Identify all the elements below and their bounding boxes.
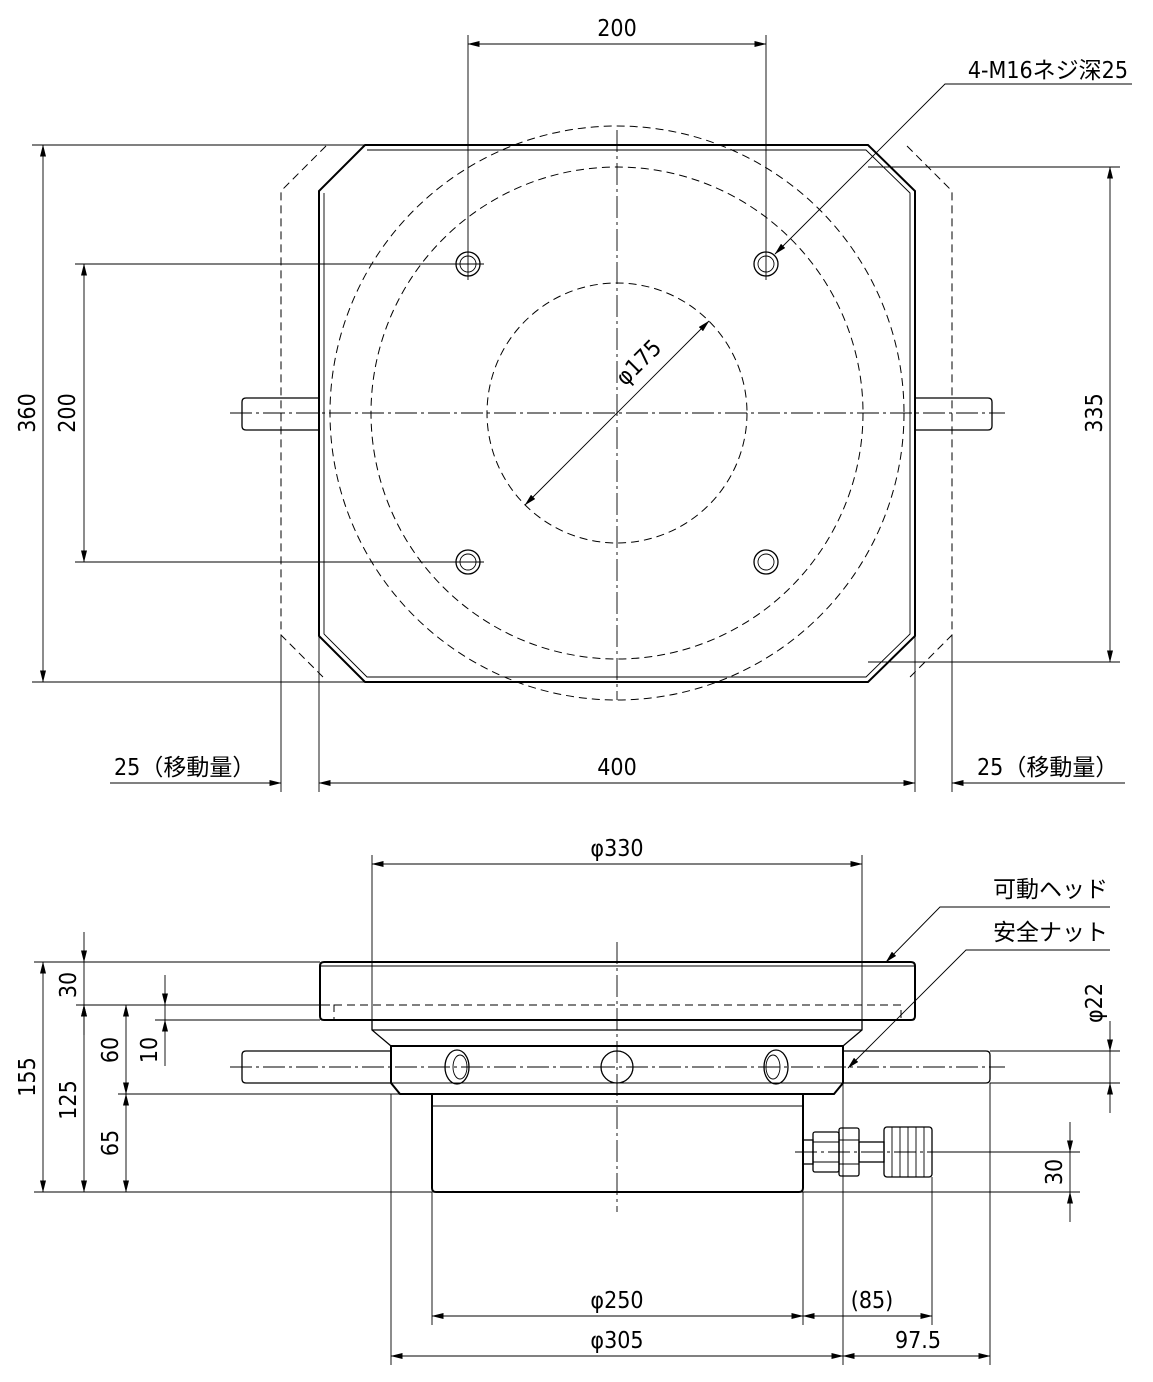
note-tapped-holes: 4-M16ネジ深25 bbox=[968, 58, 1128, 84]
dim-nut-gap: 10 bbox=[137, 1037, 163, 1063]
dim-hole-pitch-y: 200 bbox=[55, 393, 81, 433]
dim-line-bore-diameter bbox=[524, 320, 710, 506]
dim-width: 400 bbox=[597, 755, 637, 781]
cylinder-body bbox=[431, 1094, 804, 1193]
dim-upper-height: 125 bbox=[56, 1080, 82, 1120]
dim-nut-height: 60 bbox=[98, 1037, 124, 1063]
travel-ghost-outline bbox=[280, 145, 953, 681]
dim-handle-reach: 97.5 bbox=[895, 1328, 941, 1354]
dim-base-diameter: φ250 bbox=[590, 1288, 643, 1314]
dim-port-offset: (85) bbox=[851, 1288, 893, 1314]
handle-left bbox=[241, 397, 319, 431]
label-movable-head: 可動ヘッド bbox=[993, 877, 1108, 903]
dim-head-diameter: φ330 bbox=[590, 836, 643, 862]
dim-travel-left: 25（移動量） bbox=[114, 755, 255, 781]
handle-right bbox=[915, 397, 993, 431]
tapped-hole-bottom-right bbox=[753, 549, 779, 575]
dim-head-thickness: 30 bbox=[56, 972, 82, 998]
dim-body-diameter: φ305 bbox=[590, 1328, 643, 1354]
movable-head bbox=[319, 961, 916, 1021]
side-view: φ330 可動ヘッド 安全ナット 155 30 125 60 10 6 bbox=[15, 836, 1120, 1365]
label-safety-nut: 安全ナット bbox=[993, 920, 1108, 946]
dim-handle-diameter: φ22 bbox=[1082, 983, 1108, 1023]
leader-tapped-holes bbox=[774, 83, 1132, 255]
dim-hole-pitch-x: 200 bbox=[597, 16, 637, 42]
head-inner-recess-hidden bbox=[333, 1004, 902, 1021]
dim-inner-height: 335 bbox=[1082, 393, 1108, 433]
dim-travel-right: 25（移動量） bbox=[977, 755, 1118, 781]
top-plate-outline bbox=[318, 144, 916, 683]
dim-total-height-side: 155 bbox=[15, 1057, 41, 1097]
leader-safety-nut bbox=[847, 949, 1110, 1069]
dim-total-height-plan: 360 bbox=[15, 393, 41, 433]
plan-view: 200 200 360 335 400 25（移動量） 25（移動量） φ175… bbox=[15, 16, 1132, 792]
dim-bore-diameter: φ175 bbox=[611, 335, 667, 391]
leader-movable-head bbox=[885, 906, 1110, 963]
dim-port-height: 30 bbox=[1042, 1159, 1068, 1185]
dim-base-height: 65 bbox=[98, 1130, 124, 1156]
